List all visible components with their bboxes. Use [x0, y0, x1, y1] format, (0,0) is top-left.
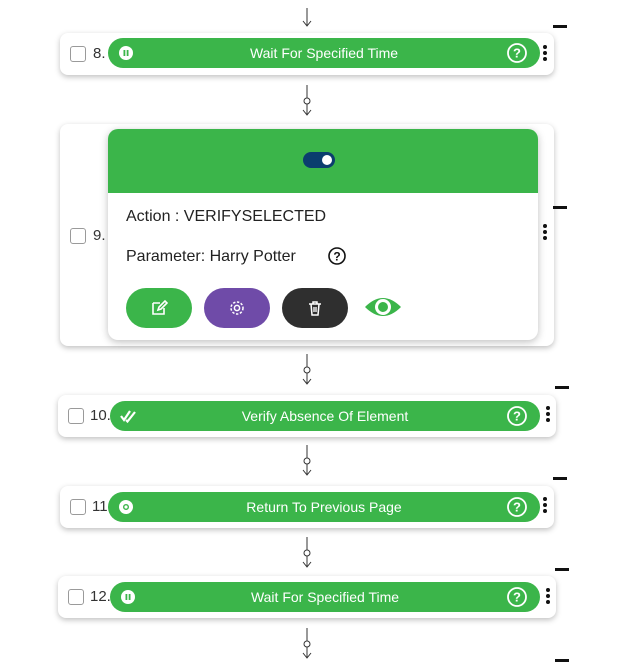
step-checkbox[interactable]: [70, 46, 86, 62]
step-number: 12.: [90, 588, 111, 605]
help-icon[interactable]: ?: [506, 405, 528, 427]
edit-button[interactable]: [126, 288, 192, 328]
kebab-menu-icon[interactable]: [542, 497, 548, 515]
step-card-12: 12. Wait For Specified Time ?: [58, 576, 556, 618]
kebab-menu-icon[interactable]: [542, 45, 548, 63]
step-label: Verify Absence Of Element: [241, 408, 409, 424]
action-text: Action : VERIFYSELECTED: [126, 208, 327, 225]
step-label: Return To Previous Page: [246, 499, 402, 515]
svg-text:?: ?: [513, 500, 521, 515]
connector-arrow: [302, 537, 312, 568]
step-checkbox[interactable]: [70, 499, 86, 515]
connector-arrow: [302, 445, 312, 476]
svg-text:?: ?: [513, 409, 521, 424]
step-bar[interactable]: Verify Absence Of Element ?: [110, 401, 540, 431]
enable-toggle[interactable]: [303, 152, 335, 168]
pause-icon: [121, 590, 135, 604]
kebab-menu-icon[interactable]: [542, 224, 548, 242]
svg-text:?: ?: [513, 46, 521, 61]
step-bar[interactable]: Wait For Specified Time ?: [110, 582, 540, 612]
collapse-dash-icon[interactable]: [553, 477, 567, 480]
connector-arrow: [302, 85, 312, 116]
kebab-menu-icon[interactable]: [545, 588, 551, 606]
step-number: 10.: [90, 407, 111, 424]
step-number: 11.: [92, 498, 112, 515]
collapse-dash-icon[interactable]: [555, 568, 569, 571]
step-card-10: 10. Verify Absence Of Element ?: [58, 395, 556, 437]
parameter-text: Parameter: Harry Potter: [126, 248, 296, 265]
collapse-dash-icon[interactable]: [553, 25, 567, 28]
connector-arrow: [302, 628, 312, 659]
eye-icon[interactable]: [363, 293, 403, 321]
step-card-8: 8. Wait For Specified Time ?: [60, 33, 554, 75]
svg-text:?: ?: [333, 249, 340, 263]
step-bar[interactable]: Wait For Specified Time ?: [108, 38, 540, 68]
help-icon[interactable]: ?: [506, 496, 528, 518]
help-icon[interactable]: ?: [506, 42, 528, 64]
step-checkbox[interactable]: [68, 408, 84, 424]
step-number: 8.: [93, 45, 106, 62]
step-checkbox[interactable]: [70, 228, 86, 244]
step-card-11: 11. Return To Previous Page ?: [60, 486, 554, 528]
step-label: Wait For Specified Time: [249, 45, 399, 61]
kebab-menu-icon[interactable]: [545, 406, 551, 424]
pause-icon: [119, 46, 133, 60]
collapse-dash-icon[interactable]: [555, 386, 569, 389]
collapse-dash-icon[interactable]: [555, 659, 569, 662]
help-icon[interactable]: ?: [506, 586, 528, 608]
help-icon[interactable]: ?: [327, 246, 347, 266]
connector-arrow: [302, 354, 312, 385]
popup-header: [108, 129, 538, 193]
step-number: 9.: [93, 227, 106, 244]
step-details-popup: Action : VERIFYSELECTED Parameter: Harry…: [108, 129, 538, 340]
double-check-icon: [120, 410, 136, 424]
step-label: Wait For Specified Time: [250, 589, 400, 605]
step-bar[interactable]: Return To Previous Page ?: [108, 492, 540, 522]
svg-text:?: ?: [513, 590, 521, 605]
collapse-dash-icon[interactable]: [553, 206, 567, 209]
step-checkbox[interactable]: [68, 589, 84, 605]
delete-button[interactable]: [282, 288, 348, 328]
settings-button[interactable]: [204, 288, 270, 328]
connector-arrow: [302, 8, 312, 27]
edit-icon: [152, 299, 168, 315]
settings-icon: [230, 301, 244, 315]
browser-icon: [119, 500, 133, 514]
delete-icon: [309, 301, 321, 316]
